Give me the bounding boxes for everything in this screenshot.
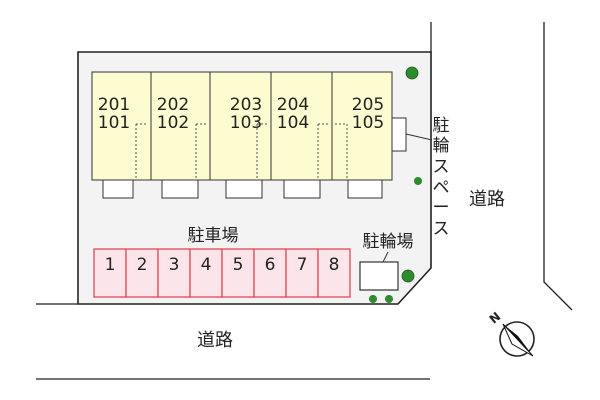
parking-space bbox=[125, 248, 159, 298]
parking-space bbox=[285, 248, 319, 298]
parking-space-number: 3 bbox=[169, 255, 180, 275]
bicycle-shed bbox=[359, 261, 399, 291]
tree-icon bbox=[405, 66, 419, 80]
side-label-char: ス bbox=[433, 157, 450, 177]
side-label-char: ス bbox=[433, 219, 450, 239]
compass-icon: N bbox=[487, 309, 535, 357]
unit-number-upper: 203 bbox=[230, 95, 262, 115]
parking-space bbox=[317, 248, 351, 298]
unit-block bbox=[91, 71, 152, 181]
parking-space-number: 8 bbox=[329, 255, 340, 275]
entrance-step bbox=[347, 179, 383, 199]
parking-space-number: 2 bbox=[137, 255, 148, 275]
unit-number-upper: 204 bbox=[277, 95, 309, 115]
road-label-right: 道路 bbox=[469, 189, 505, 210]
unit-block bbox=[209, 71, 272, 181]
entrance-step bbox=[283, 179, 321, 199]
entrance-step bbox=[225, 179, 263, 199]
parking-space bbox=[189, 248, 223, 298]
side-label-char: 輪 bbox=[433, 136, 450, 156]
parking-space-number: 5 bbox=[233, 255, 244, 275]
parking-space-number: 1 bbox=[105, 255, 116, 275]
unit-number-upper: 202 bbox=[157, 95, 189, 115]
tree-icon bbox=[369, 295, 377, 303]
side-storage-box bbox=[391, 117, 407, 152]
unit-number-lower: 105 bbox=[352, 113, 384, 133]
entrance-step bbox=[102, 179, 134, 199]
side-label-char: 駐 bbox=[433, 116, 450, 136]
parking-lot: 駐車場 1 2 3 4 5 6 7 8 bbox=[93, 226, 351, 298]
tree-icon bbox=[401, 269, 415, 283]
compass-needle-light bbox=[502, 323, 534, 357]
tree-icon bbox=[414, 177, 422, 185]
bicycle-parking-title: 駐輪場 bbox=[363, 232, 414, 252]
road-label-bottom: 道路 bbox=[197, 330, 233, 351]
bicycle-space-leader bbox=[405, 133, 433, 141]
parking-space-number: 6 bbox=[265, 255, 276, 275]
unit-number-lower: 103 bbox=[230, 113, 262, 133]
unit-number-upper: 205 bbox=[352, 95, 384, 115]
trees bbox=[369, 66, 422, 303]
side-label-char: ペ bbox=[433, 178, 450, 198]
road-edge-right-far bbox=[543, 22, 573, 311]
bicycle-parking: 駐輪場 駐 輪 ス ペ ー ス bbox=[359, 116, 450, 291]
parking-space-number: 7 bbox=[297, 255, 308, 275]
entrance-step bbox=[161, 179, 199, 199]
unit-number-lower: 102 bbox=[157, 113, 189, 133]
unit-number-lower: 101 bbox=[98, 113, 130, 133]
parking-title: 駐車場 bbox=[188, 226, 239, 246]
building: 201 101 202 102 203 103 204 104 205 105 bbox=[91, 71, 407, 199]
parking-space bbox=[253, 248, 287, 298]
compass-north-letter: N bbox=[487, 309, 504, 326]
side-label-char: ー bbox=[433, 198, 450, 218]
unit-number-upper: 201 bbox=[98, 95, 130, 115]
parking-space-number: 4 bbox=[201, 255, 212, 275]
unit-number-lower: 104 bbox=[277, 113, 309, 133]
tree-icon bbox=[385, 295, 393, 303]
unit-block bbox=[331, 71, 393, 181]
